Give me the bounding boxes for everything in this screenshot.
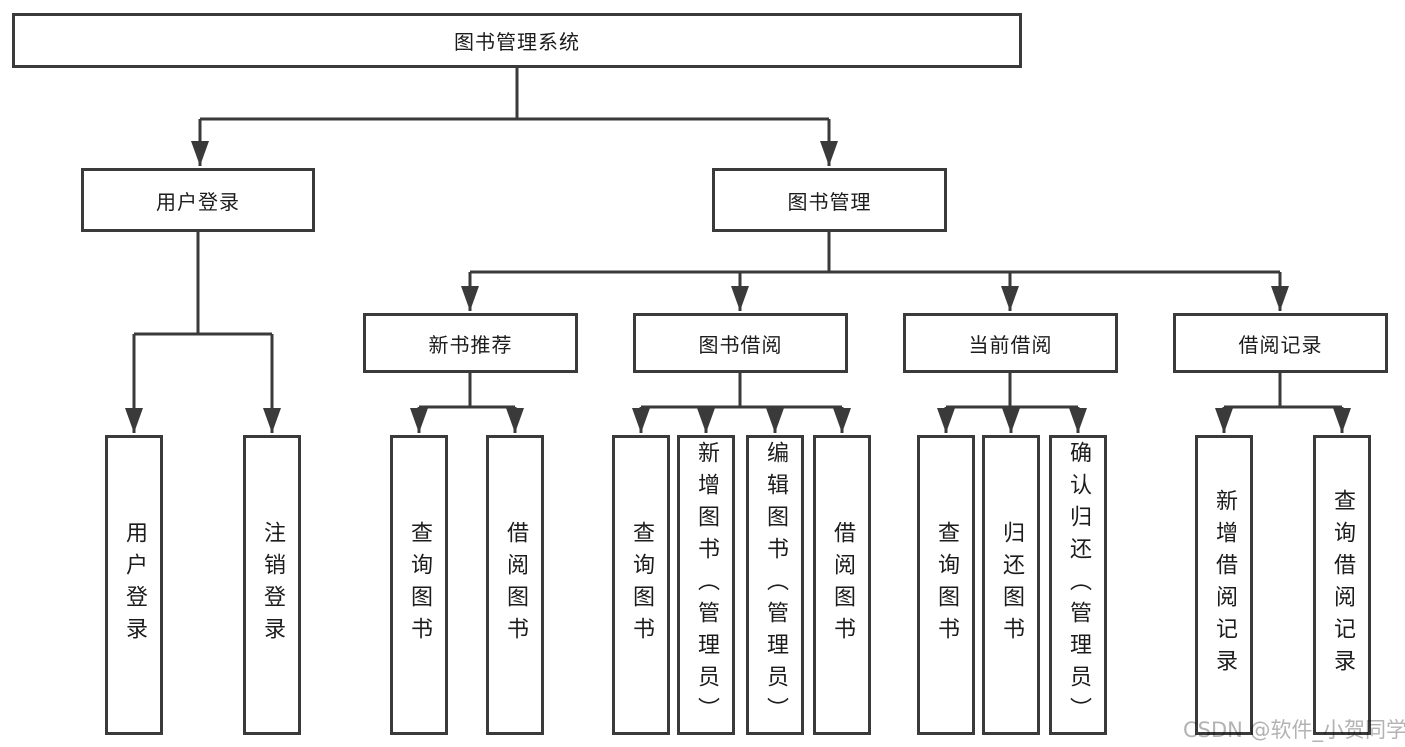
node-user-login: 用户登录 (81, 168, 315, 232)
node-leaf-add-books-admin: 新增图书（管理员） (677, 435, 735, 735)
node-leaf-query-books-current-label: 查询图书 (934, 521, 959, 649)
node-book-management-label: 图书管理 (787, 189, 872, 214)
node-book-management: 图书管理 (712, 168, 947, 232)
node-new-book-recommend-label: 新书推荐 (428, 332, 513, 357)
node-leaf-return-books: 归还图书 (982, 435, 1040, 735)
node-leaf-logout: 注销登录 (243, 435, 301, 735)
node-leaf-borrow-books-recommend: 借阅图书 (486, 435, 544, 735)
node-current-borrow: 当前借阅 (903, 313, 1118, 373)
watermark: CSDN @软件_小贺同学 (1183, 718, 1405, 742)
node-leaf-query-books-recommend: 查询图书 (390, 435, 448, 735)
node-root: 图书管理系统 (12, 13, 1022, 68)
node-leaf-borrow-books-borrow: 借阅图书 (813, 435, 871, 735)
node-book-borrow-label: 图书借阅 (698, 332, 783, 357)
node-leaf-edit-books-admin: 编辑图书（管理员） (746, 435, 804, 735)
node-leaf-query-books-current: 查询图书 (917, 435, 975, 735)
node-borrow-records-label: 借阅记录 (1238, 332, 1323, 357)
node-book-borrow: 图书借阅 (633, 313, 848, 373)
node-leaf-confirm-return-admin: 确认归还（管理员） (1049, 435, 1107, 735)
node-root-label: 图书管理系统 (454, 30, 580, 54)
node-leaf-add-borrow-record-label: 新增借阅记录 (1212, 489, 1237, 681)
node-leaf-user-login-label: 用户登录 (122, 521, 147, 649)
node-current-borrow-label: 当前借阅 (968, 332, 1053, 357)
node-leaf-add-borrow-record: 新增借阅记录 (1195, 435, 1253, 735)
node-user-login-label: 用户登录 (156, 189, 240, 214)
node-new-book-recommend: 新书推荐 (363, 313, 578, 373)
node-leaf-return-books-label: 归还图书 (999, 521, 1024, 649)
node-leaf-logout-label: 注销登录 (260, 521, 285, 649)
node-leaf-query-books-borrow-label: 查询图书 (629, 521, 654, 649)
node-leaf-borrow-books-borrow-label: 借阅图书 (830, 521, 855, 649)
node-leaf-query-books-borrow: 查询图书 (612, 435, 670, 735)
node-leaf-user-login: 用户登录 (105, 435, 163, 735)
node-leaf-query-borrow-record: 查询借阅记录 (1313, 435, 1371, 735)
node-leaf-query-borrow-record-label: 查询借阅记录 (1330, 489, 1355, 681)
node-borrow-records: 借阅记录 (1173, 313, 1388, 373)
node-leaf-add-books-admin-label: 新增图书（管理员） (694, 441, 719, 729)
node-leaf-edit-books-admin-label: 编辑图书（管理员） (763, 441, 788, 729)
node-leaf-confirm-return-admin-label: 确认归还（管理员） (1066, 441, 1091, 729)
node-leaf-borrow-books-recommend-label: 借阅图书 (503, 521, 528, 649)
node-leaf-query-books-recommend-label: 查询图书 (407, 521, 432, 649)
